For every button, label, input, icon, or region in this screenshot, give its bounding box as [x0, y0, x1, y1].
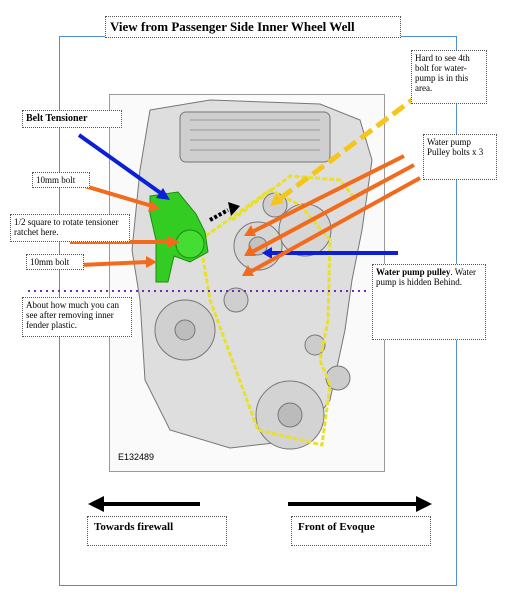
rotation-indicator-icon: [209, 202, 240, 222]
orange-arrows: [70, 154, 421, 276]
bolt-10mm-top-label: 10mm bolt: [32, 172, 90, 188]
hard-to-see-label: Hard to see 4th bolt for water-pump is i…: [411, 50, 487, 104]
water-pump-pulley-body: Water pump is hidden Behind.: [376, 267, 476, 287]
belt-tensioner-label: Belt Tensioner: [22, 110, 122, 128]
drive-belt: [198, 174, 358, 447]
towards-firewall-label: Towards firewall: [87, 516, 227, 546]
bolt-10mm-bottom-label: 10mm bolt: [26, 254, 84, 270]
blue-arrows: [77, 133, 398, 259]
fender-note-label: About how much you can see after removin…: [22, 297, 132, 337]
figure-code: E132489: [118, 452, 155, 462]
water-pump-pulley-title: Water pump pulley: [376, 267, 451, 277]
belt-tensioner-shape: [149, 191, 209, 283]
yellow-arrow: [270, 91, 422, 206]
square-ratchet-label: 1/2 square to rotate tensioner ratchet h…: [10, 214, 130, 242]
front-of-evoque-label: Front of Evoque: [291, 516, 431, 546]
pulley-bolts-label: Water pump Pulley bolts x 3: [423, 134, 497, 180]
diagram-title: View from Passenger Side Inner Wheel Wel…: [105, 16, 401, 38]
direction-arrows: [88, 496, 432, 512]
water-pump-pulley-label: Water pump pulley. Water pump is hidden …: [372, 264, 486, 340]
